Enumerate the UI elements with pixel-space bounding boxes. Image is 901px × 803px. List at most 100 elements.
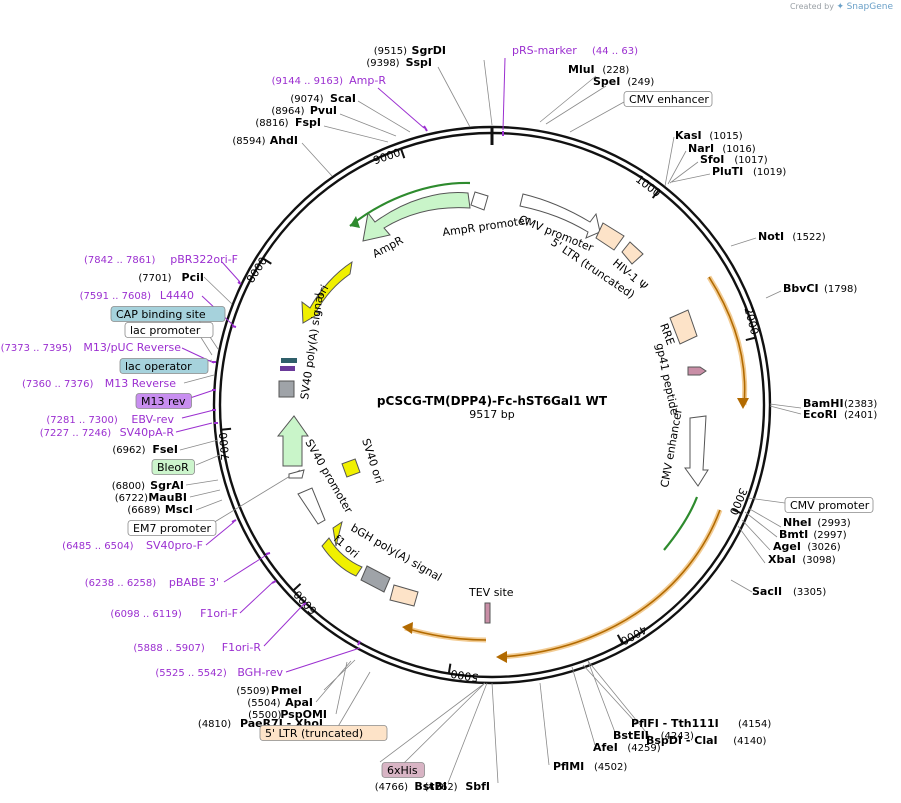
plasmid-length: 9517 bp bbox=[469, 408, 514, 421]
site-label: BamHI bbox=[803, 397, 844, 410]
site-label: BspDI - ClaI bbox=[646, 734, 718, 747]
site-position: (4502) bbox=[594, 762, 627, 773]
tick-mark bbox=[400, 148, 406, 159]
site-position: (4140) bbox=[733, 736, 766, 747]
tick-mark bbox=[745, 336, 756, 342]
tick-mark bbox=[447, 663, 452, 674]
site-label: NheI bbox=[783, 516, 812, 529]
site-label: PluTI bbox=[712, 165, 743, 178]
site-label: BbvCI bbox=[783, 282, 819, 295]
tick-mark bbox=[221, 427, 232, 431]
box-label-text: CMV enhancer bbox=[629, 93, 709, 106]
primer-position: (6098 .. 6119) bbox=[110, 609, 182, 620]
site-label: XbaI bbox=[768, 553, 796, 566]
primer-position: (7227 .. 7246) bbox=[40, 428, 112, 439]
box-label-bg bbox=[259, 725, 388, 741]
site-position: (1016) bbox=[722, 144, 755, 155]
tick-label: 3000 bbox=[727, 486, 750, 517]
site-position: (2401) bbox=[844, 410, 877, 421]
site-label: AfeI bbox=[593, 741, 618, 754]
site-label: KasI bbox=[675, 129, 702, 142]
site-label: NotI bbox=[758, 230, 784, 243]
primer-label: Amp-R bbox=[349, 74, 386, 87]
box-label-text: EM7 promoter bbox=[133, 522, 211, 535]
fc-orf-head bbox=[496, 651, 507, 663]
primer-position: (6485 .. 6504) bbox=[62, 541, 134, 552]
site-position: (8594) bbox=[232, 136, 265, 147]
ori-label: ori bbox=[313, 283, 331, 302]
fc-orf-halo bbox=[499, 509, 723, 660]
ampr-promoter-feature bbox=[470, 191, 489, 211]
site-label: PmeI bbox=[271, 684, 302, 697]
orf-bottom bbox=[404, 627, 487, 641]
tick-mark bbox=[262, 257, 272, 265]
snapgene-watermark: Created by ✦ SnapGene bbox=[789, 2, 893, 12]
box-label-text: lac operator bbox=[125, 360, 192, 373]
box-label-text: CAP binding site bbox=[116, 308, 206, 321]
box-label-bg bbox=[623, 91, 713, 107]
box-label-bg bbox=[119, 358, 209, 374]
m13-rev-feature bbox=[280, 366, 295, 371]
primer-label: F1ori-R bbox=[222, 641, 262, 654]
site-position: (6722) bbox=[115, 493, 148, 504]
primer-label: M13 Reverse bbox=[105, 377, 176, 390]
f1-ori-feature bbox=[321, 537, 363, 577]
site-label: SpeI bbox=[593, 75, 620, 88]
tick-label: 7000 bbox=[217, 432, 232, 461]
hiv-psi-feature bbox=[621, 241, 644, 265]
box-label-bg bbox=[124, 322, 214, 338]
fc-orf bbox=[499, 509, 721, 658]
site-label: ApaI bbox=[285, 696, 313, 709]
orf-bottom-halo bbox=[404, 625, 487, 643]
rre-feature bbox=[669, 309, 698, 345]
site-label: ScaI bbox=[330, 92, 356, 105]
ori-feature bbox=[301, 260, 353, 324]
site-label: PflFI - Tth111I bbox=[631, 717, 719, 730]
tick-mark bbox=[292, 583, 302, 592]
primer-label: BGH-rev bbox=[237, 666, 283, 679]
sv40-ori-label: SV40 ori bbox=[359, 437, 386, 485]
tm-orf-halo bbox=[706, 275, 748, 406]
site-label: BstBI bbox=[414, 780, 447, 793]
ampr-orf bbox=[349, 181, 471, 227]
site-position: (7701) bbox=[138, 273, 171, 284]
cmv-promoter-feature bbox=[519, 193, 601, 239]
tev-site-feature bbox=[484, 602, 491, 624]
primer-label: M13/pUC Reverse bbox=[83, 341, 181, 354]
site-label: BmtI bbox=[779, 528, 808, 541]
site-label: EcoRI bbox=[803, 408, 837, 421]
site-label: PflMI bbox=[553, 760, 584, 773]
primer-label: SV40pA-R bbox=[120, 426, 175, 439]
site-position: (6962) bbox=[112, 445, 145, 456]
site-position: (9398) bbox=[366, 58, 399, 69]
box-label-text: M13 rev bbox=[141, 395, 186, 408]
primer-label: pRS-marker bbox=[512, 44, 577, 57]
box-label-bg bbox=[110, 306, 226, 322]
site-label: SgrAI bbox=[150, 479, 184, 492]
site-position: (1019) bbox=[753, 167, 786, 178]
box-label-bg bbox=[381, 762, 425, 778]
primer-position: (5525 .. 5542) bbox=[155, 668, 227, 679]
sv40-polya-feature bbox=[278, 380, 295, 398]
site-position: (4766) bbox=[375, 782, 408, 793]
site-label: FspI bbox=[295, 116, 321, 129]
primer-labels: pRS-marker(44 .. 63)Amp-R(9144 .. 9163)p… bbox=[1, 44, 638, 679]
primer-label: L4440 bbox=[160, 289, 194, 302]
gp41-feature bbox=[687, 366, 707, 376]
gp41-label: gp41 peptide bbox=[653, 342, 681, 417]
tick-mark bbox=[651, 189, 660, 199]
box-label-bg bbox=[135, 393, 192, 409]
site-position: (8816) bbox=[255, 118, 288, 129]
site-label: SfoI bbox=[700, 153, 724, 166]
site-position: (6800) bbox=[112, 481, 145, 492]
tick-label: 1000 bbox=[633, 173, 663, 200]
site-label: SacII bbox=[752, 585, 782, 598]
site-position: (4154) bbox=[738, 719, 771, 730]
lac-operator-feature bbox=[281, 358, 297, 363]
site-position: (9074) bbox=[290, 94, 323, 105]
ampr-feature bbox=[362, 192, 471, 242]
site-label: PvuI bbox=[310, 104, 337, 117]
site-position: (4243) bbox=[661, 731, 694, 742]
box-label-bg bbox=[151, 459, 195, 475]
